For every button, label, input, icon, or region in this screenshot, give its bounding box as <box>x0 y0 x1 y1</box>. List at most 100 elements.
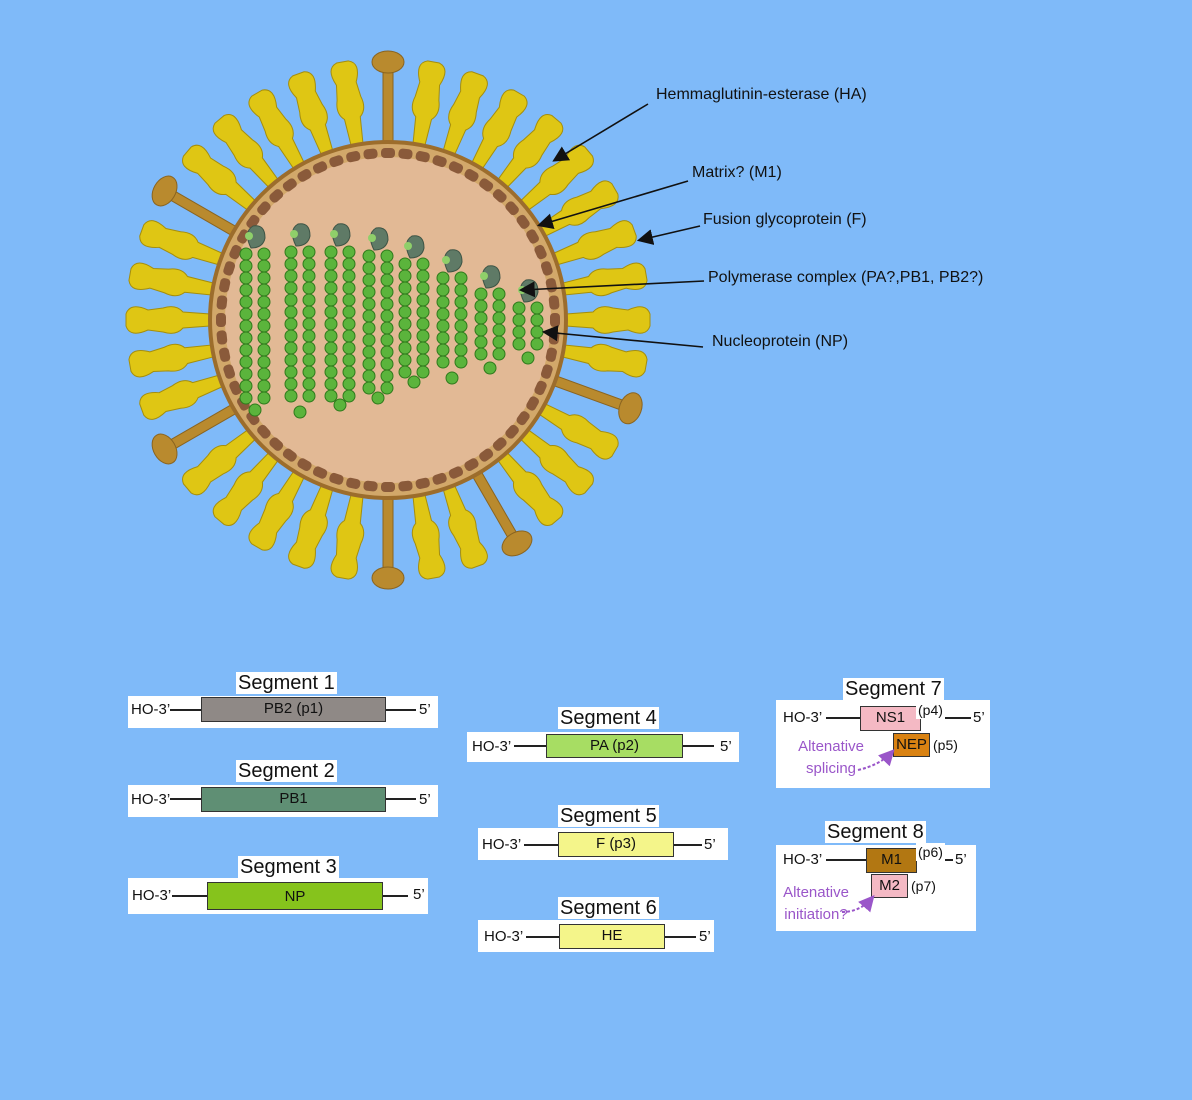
matrix-bead <box>540 364 553 379</box>
ha-spike <box>497 451 564 526</box>
ha-spike <box>442 484 488 569</box>
segment-title: Segment 5 <box>558 805 659 827</box>
fusion-spike <box>371 50 405 146</box>
alternative-splicing-note: Altenative splicing <box>798 738 864 777</box>
matrix-bead <box>223 364 236 379</box>
matrix-bead <box>526 229 539 244</box>
matrix-bead <box>216 313 226 327</box>
three-prime-end: HO-3’ <box>129 790 173 810</box>
ha-spike <box>212 451 279 526</box>
callout-arrows <box>518 103 705 348</box>
gene-box-m1: M1 <box>866 848 917 873</box>
matrix-bead <box>297 169 312 182</box>
fusion-spike <box>550 374 643 425</box>
ha-spike <box>552 220 637 266</box>
five-prime-end: 5’ <box>417 790 433 810</box>
matrix-bead <box>282 178 297 192</box>
gene-box: HE <box>559 924 665 949</box>
callout-arrow <box>536 180 689 230</box>
fusion-spike <box>470 468 533 557</box>
gene-box-ns1: NS1 <box>860 706 921 731</box>
matrix-bead <box>312 466 328 479</box>
ha-spike <box>125 306 211 334</box>
gene-box: PB2 (p1) <box>201 697 386 722</box>
ha-spike <box>442 71 488 156</box>
segment-title: Segment 4 <box>558 707 659 729</box>
three-prime-end: HO-3’ <box>781 708 825 728</box>
matrix-bead <box>534 380 547 396</box>
five-prime-end: 5’ <box>417 700 433 720</box>
matrix-bead <box>516 214 530 229</box>
matrix-bead <box>398 480 413 492</box>
gene-box-nep: NEP <box>893 733 930 757</box>
three-prime-end: HO-3’ <box>480 835 524 855</box>
gene-box-m2: M2 <box>871 874 908 898</box>
matrix-bead <box>363 480 378 492</box>
matrix-bead <box>219 347 231 362</box>
gene-box: NP <box>207 882 383 910</box>
matrix-bead <box>479 448 494 462</box>
ha-spike <box>248 470 305 551</box>
segment-title: Segment 1 <box>236 672 337 694</box>
ha-spike <box>561 262 648 297</box>
label-nucleoprotein: Nucleoprotein (NP) <box>712 333 849 350</box>
alt-protein-tag: (p7) <box>909 877 938 895</box>
matrix-bead <box>312 161 328 174</box>
fusion-spike <box>371 494 405 590</box>
three-prime-end: HO-3’ <box>130 886 174 906</box>
callout-arrow <box>636 225 701 245</box>
ha-spike <box>212 114 279 189</box>
matrix-bead <box>432 155 447 168</box>
label-hemagglutinin-esterase: Hemmaglutinin-esterase (HA) <box>656 86 867 103</box>
ha-spike <box>139 374 224 420</box>
ha-spike <box>497 114 564 189</box>
ha-spike <box>411 60 446 147</box>
matrix-bead <box>257 424 271 439</box>
five-prime-end: 5’ <box>971 708 987 728</box>
segment-title: Segment 2 <box>236 760 337 782</box>
ha-spike <box>471 89 528 170</box>
three-prime-end: HO-3’ <box>781 850 825 870</box>
segment-title: Segment 7 <box>843 678 944 700</box>
matrix-bead <box>540 261 553 276</box>
three-prime-end: HO-3’ <box>470 737 514 757</box>
three-prime-end: HO-3’ <box>129 700 173 720</box>
matrix-bead <box>548 295 560 310</box>
ha-spike <box>561 343 648 378</box>
protein-tag: (p4) <box>916 701 945 719</box>
matrix-bead <box>492 189 507 203</box>
matrix-bead <box>545 347 557 362</box>
ha-spike <box>330 493 365 580</box>
matrix-bead <box>448 161 464 174</box>
matrix-bead <box>257 201 271 216</box>
matrix-bead <box>492 437 507 451</box>
label-polymerase-complex: Polymerase complex (PA?,PB1, PB2?) <box>708 269 984 286</box>
fusion-spike <box>151 402 240 465</box>
matrix-bead <box>381 148 395 158</box>
matrix-bead <box>398 148 413 160</box>
alt-protein-tag: (p5) <box>931 736 960 754</box>
matrix-bead <box>550 313 560 327</box>
matrix-bead <box>219 278 231 293</box>
matrix-bead <box>415 477 430 489</box>
three-prime-end: HO-3’ <box>482 927 526 947</box>
segment-title: Segment 6 <box>558 897 659 919</box>
protein-tag: (p6) <box>916 843 945 861</box>
ha-spike <box>330 60 365 147</box>
matrix-bead <box>448 466 464 479</box>
ha-spike <box>288 484 334 569</box>
matrix-bead <box>432 472 447 485</box>
ha-spike <box>288 71 334 156</box>
ha-spike <box>538 403 619 460</box>
matrix-bead <box>464 458 479 471</box>
rnp-segments <box>239 223 544 419</box>
segment-title: Segment 8 <box>825 821 926 843</box>
five-prime-end: 5’ <box>718 737 734 757</box>
five-prime-end: 5’ <box>697 927 713 947</box>
matrix-bead <box>516 411 530 426</box>
ha-spike <box>182 429 257 496</box>
ha-spike <box>182 144 257 211</box>
matrix-bead <box>534 244 547 260</box>
matrix-bead <box>346 477 361 489</box>
matrix-bead <box>363 148 378 160</box>
